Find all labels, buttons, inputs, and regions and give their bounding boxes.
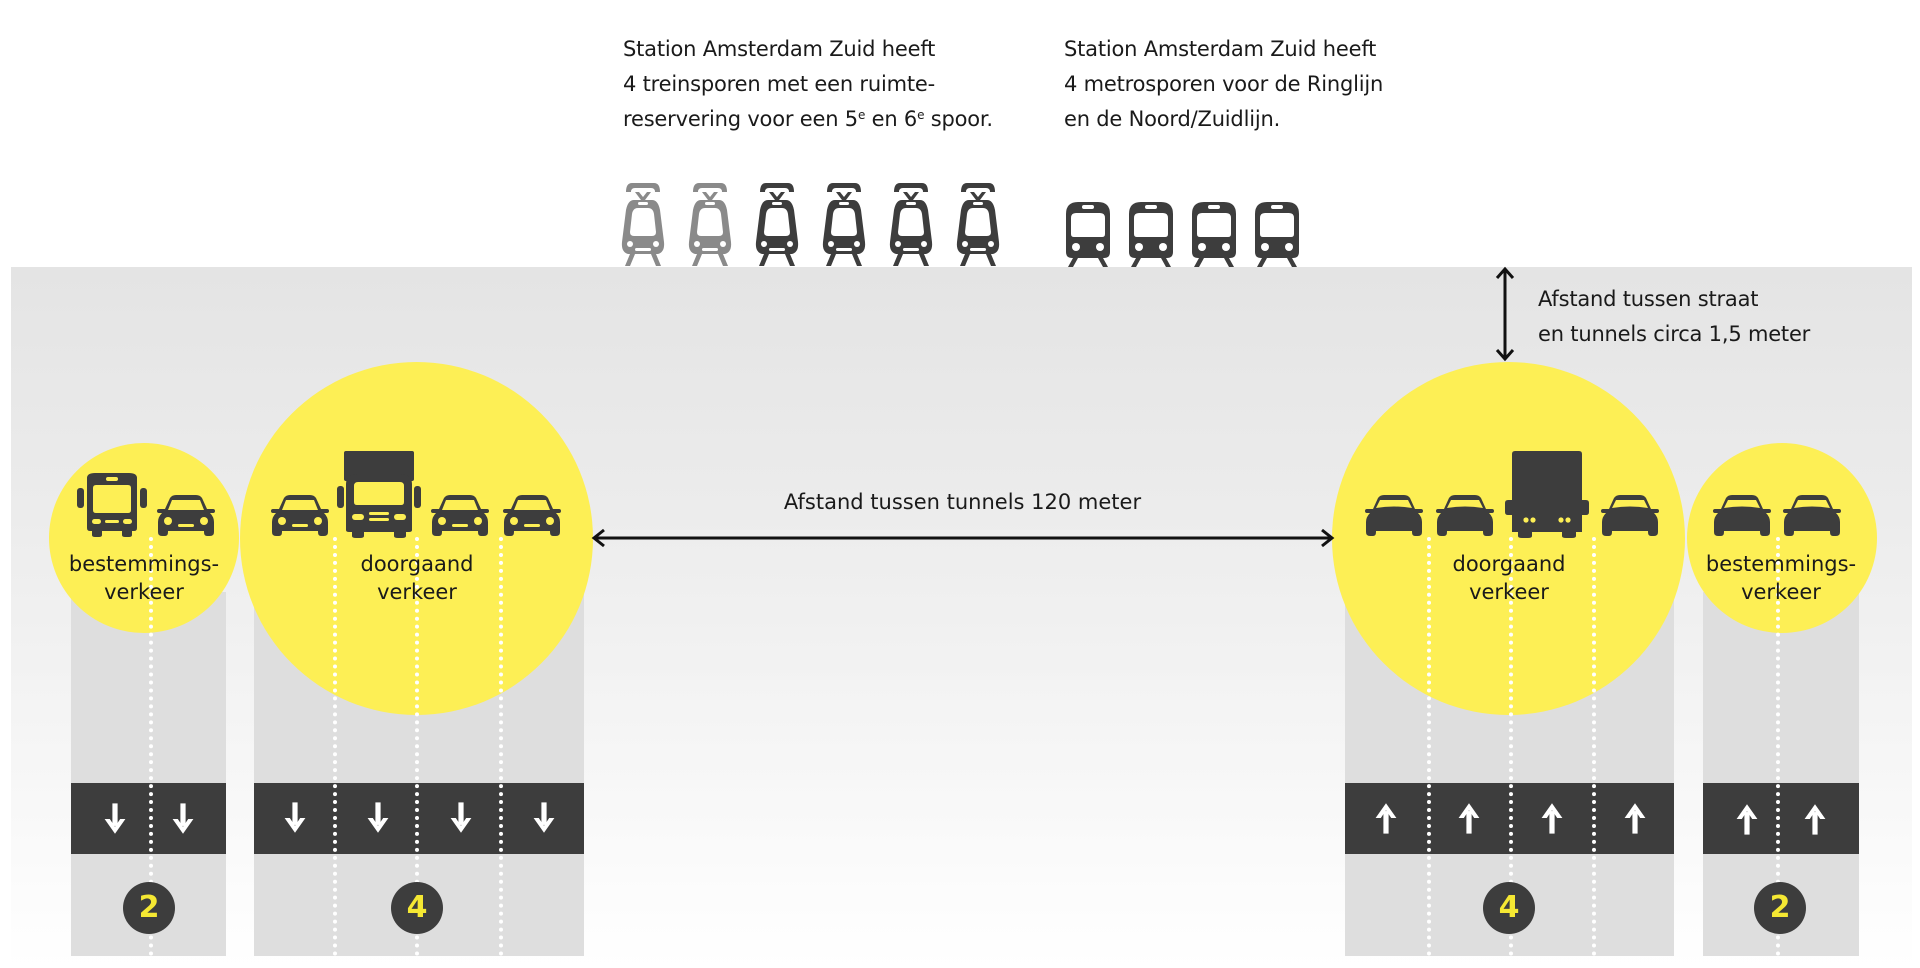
- label-line: doorgaand: [360, 552, 474, 576]
- lane-count-badge: 2: [123, 882, 175, 934]
- label-line: verkeer: [377, 580, 457, 604]
- lane-divider: [1776, 537, 1780, 956]
- right-destination-traffic-circle: [1687, 443, 1877, 633]
- metro-info-text: Station Amsterdam Zuid heeft 4 metrospor…: [1064, 32, 1383, 137]
- tram-icon: [754, 180, 800, 268]
- train-info-line-3b: en 6: [865, 107, 918, 131]
- label-line: verkeer: [104, 580, 184, 604]
- bus-icon: [75, 472, 149, 538]
- truck-rear-icon: [1504, 450, 1590, 538]
- label-line: verkeer: [1741, 580, 1821, 604]
- car-icon: [502, 494, 562, 538]
- lane-divider: [1592, 537, 1596, 956]
- metro-icon: [1062, 200, 1114, 268]
- car-icon: [270, 494, 330, 538]
- depth-note-line-1: Afstand tussen straat: [1538, 287, 1759, 311]
- right-destination-label: bestemmings- verkeer: [1681, 550, 1881, 606]
- arrow-up-icon: [1622, 800, 1648, 836]
- arrow-down-icon: [448, 800, 474, 836]
- truck-front-icon: [336, 450, 422, 538]
- metro-icon: [1125, 200, 1177, 268]
- arrow-down-icon: [170, 801, 196, 837]
- car-rear-icon: [1364, 494, 1424, 538]
- lane-count-badge: 4: [391, 882, 443, 934]
- car-rear-icon: [1435, 494, 1495, 538]
- arrow-up-icon: [1802, 801, 1828, 837]
- label-line: bestemmings-: [1705, 552, 1857, 576]
- lane-divider: [1509, 537, 1513, 956]
- label-line: bestemmings-: [68, 552, 220, 576]
- depth-note-line-2: en tunnels circa 1,5 meter: [1538, 322, 1811, 346]
- metro-info-line-2: 4 metrosporen voor de Ringlijn: [1064, 72, 1384, 96]
- lane-divider: [499, 537, 503, 956]
- tram-icon: [687, 180, 733, 268]
- metro-info-line-1: Station Amsterdam Zuid heeft: [1064, 37, 1377, 61]
- car-rear-icon: [1712, 494, 1772, 538]
- tram-icon: [888, 180, 934, 268]
- right-through-traffic-circle: [1332, 362, 1685, 715]
- left-destination-traffic-circle: [49, 443, 239, 633]
- tunnel-distance-arrow: [591, 528, 1335, 548]
- left-through-label: doorgaand verkeer: [317, 550, 517, 606]
- train-info-text: Station Amsterdam Zuid heeft 4 treinspor…: [623, 32, 993, 137]
- lane-divider: [149, 537, 153, 956]
- depth-note: Afstand tussen straat en tunnels circa 1…: [1538, 282, 1810, 352]
- car-icon: [156, 494, 216, 538]
- arrow-down-icon: [282, 800, 308, 836]
- metro-icon: [1251, 200, 1303, 268]
- metro-info-line-3: en de Noord/Zuidlijn.: [1064, 107, 1281, 131]
- left-destination-label: bestemmings- verkeer: [44, 550, 244, 606]
- lane-divider: [1427, 537, 1431, 956]
- arrow-down-icon: [365, 800, 391, 836]
- arrow-up-icon: [1539, 800, 1565, 836]
- lane-divider: [333, 537, 337, 956]
- arrow-down-icon: [102, 801, 128, 837]
- lane-divider: [415, 537, 419, 956]
- metro-icon: [1188, 200, 1240, 268]
- arrow-down-icon: [531, 800, 557, 836]
- depth-arrow: [1495, 266, 1515, 362]
- arrow-up-icon: [1734, 801, 1760, 837]
- metro-track-icons: [1062, 200, 1322, 268]
- right-destination-direction-band: [1703, 783, 1859, 854]
- car-rear-icon: [1600, 494, 1660, 538]
- arrow-up-icon: [1456, 800, 1482, 836]
- train-info-line-3c: spoor.: [924, 107, 993, 131]
- train-info-line-2: 4 treinsporen met een ruimte-: [623, 72, 935, 96]
- train-track-icons: [620, 180, 1020, 268]
- left-through-direction-band: [254, 783, 584, 854]
- superscript-e: e: [917, 108, 925, 122]
- tram-icon: [620, 180, 666, 268]
- superscript-e: e: [857, 108, 866, 122]
- car-rear-icon: [1782, 494, 1842, 538]
- label-line: doorgaand: [1452, 552, 1566, 576]
- tram-icon: [955, 180, 1001, 268]
- right-through-label: doorgaand verkeer: [1409, 550, 1609, 606]
- tram-icon: [821, 180, 867, 268]
- lane-count-badge: 4: [1483, 882, 1535, 934]
- arrow-up-icon: [1373, 800, 1399, 836]
- label-line: verkeer: [1469, 580, 1549, 604]
- tunnel-distance-label: Afstand tussen tunnels 120 meter: [783, 490, 1142, 514]
- train-info-line-3a: reservering voor een 5: [623, 107, 858, 131]
- left-destination-direction-band: [71, 783, 226, 854]
- train-info-line-1: Station Amsterdam Zuid heeft: [623, 37, 936, 61]
- car-icon: [430, 494, 490, 538]
- lane-count-badge: 2: [1754, 882, 1806, 934]
- train-info-line-3: reservering voor een 5e en 6e spoor.: [623, 102, 993, 137]
